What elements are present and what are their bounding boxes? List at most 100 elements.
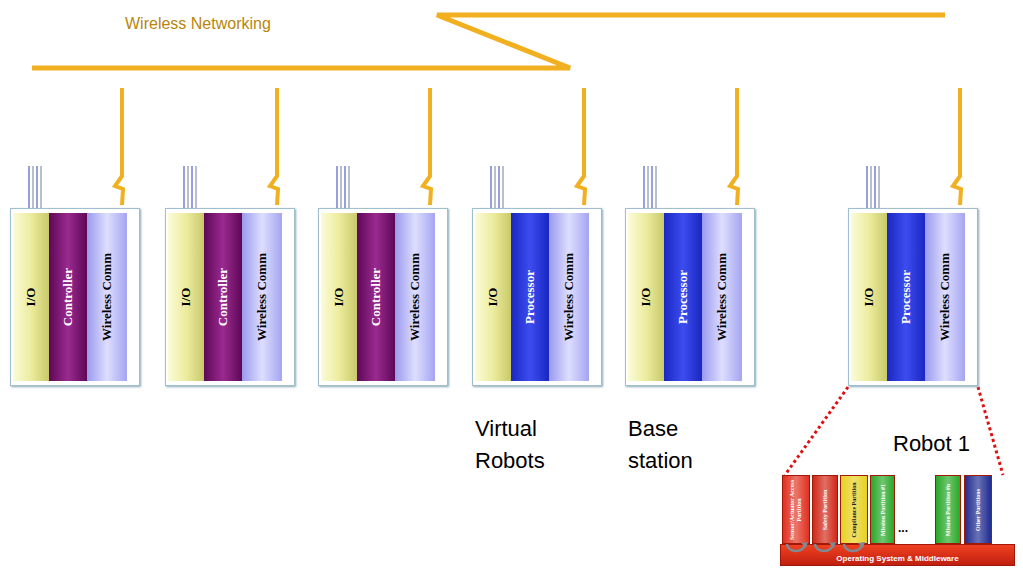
io-wire	[652, 166, 653, 209]
controller-bar: Controller	[49, 213, 87, 381]
partition-box: Mission Partition #n	[935, 475, 961, 544]
interface-arrow	[844, 544, 862, 551]
io-wire	[345, 166, 346, 209]
wireless-link	[115, 88, 123, 205]
processor-bar: Processor	[887, 213, 925, 381]
wireless-link	[270, 88, 278, 205]
io-wire	[184, 166, 185, 209]
io-bar: I/O	[628, 213, 664, 381]
io-wire	[495, 166, 496, 209]
bar-label: Compliance Partition	[851, 478, 858, 541]
comm-bar: Wireless Comm	[549, 213, 589, 381]
io-wire	[879, 166, 880, 209]
group-label: Robot 1	[893, 428, 970, 460]
module-box: I/O Processor Wireless Comm	[625, 208, 755, 386]
module-box: I/O Controller Wireless Comm	[165, 208, 295, 386]
partition-box: Sensor/Actuator Access Partition	[782, 475, 810, 544]
partition-box: Other Partitions	[964, 475, 992, 544]
io-wire	[875, 166, 876, 209]
io-wire	[188, 166, 189, 209]
partition-box: Safety Partition	[812, 475, 838, 544]
processor-bar: Processor	[664, 213, 702, 381]
io-wire	[648, 166, 649, 209]
bar-label: I/O	[862, 216, 876, 378]
io-wire	[349, 166, 350, 209]
bar-label: Wireless Comm	[562, 216, 576, 378]
io-wire	[644, 166, 645, 209]
bar-label: Wireless Comm	[715, 216, 729, 378]
comm-bar: Wireless Comm	[87, 213, 127, 381]
io-wire	[341, 166, 342, 209]
wireless-links	[115, 88, 961, 205]
wireless-link	[953, 88, 961, 205]
comm-bar: Wireless Comm	[925, 213, 965, 381]
io-wire	[41, 166, 42, 209]
interface-arrowhead	[829, 542, 836, 548]
io-wire	[499, 166, 500, 209]
io-wire	[192, 166, 193, 209]
wireless-link	[577, 88, 585, 205]
bar-label: Wireless Comm	[255, 216, 269, 378]
bar-label: Wireless Comm	[938, 216, 952, 378]
io-wire	[656, 166, 657, 209]
partition-box: Compliance Partition	[840, 475, 868, 544]
wireless-link	[730, 88, 738, 205]
zoom-line	[785, 387, 848, 475]
bar-label: Processor	[523, 216, 537, 378]
module-box: I/O Processor Wireless Comm	[848, 208, 978, 386]
io-bar: I/O	[851, 213, 887, 381]
bar-label: Other Partitions	[975, 478, 982, 541]
processor-bar: Processor	[511, 213, 549, 381]
bar-label: Mission Partition #n	[945, 478, 952, 541]
bar-label: I/O	[639, 216, 653, 378]
network-label: Wireless Networking	[125, 12, 271, 35]
comm-bar: Wireless Comm	[242, 213, 282, 381]
bar-label: Controller	[369, 216, 383, 378]
bar-label: Wireless Comm	[408, 216, 422, 378]
controller-bar: Controller	[357, 213, 395, 381]
controller-bar: Controller	[204, 213, 242, 381]
interface-arrow	[787, 544, 805, 551]
io-bar: I/O	[13, 213, 49, 381]
partition-box: Mission Partition #1	[870, 475, 895, 544]
module-box: I/O Controller Wireless Comm	[318, 208, 448, 386]
group-label: Base station	[628, 413, 728, 477]
bar-label: Processor	[676, 216, 690, 378]
io-wires	[29, 166, 879, 209]
io-wire	[337, 166, 338, 209]
bar-label: I/O	[179, 216, 193, 378]
bar-label: Wireless Comm	[100, 216, 114, 378]
io-bar: I/O	[168, 213, 204, 381]
bar-label: Mission Partition #1	[879, 478, 886, 541]
bar-label: I/O	[332, 216, 346, 378]
module-box: I/O Processor Wireless Comm	[472, 208, 602, 386]
ellipsis: ...	[898, 520, 908, 537]
io-wire	[867, 166, 868, 209]
interface-arrowhead	[801, 542, 808, 548]
wireless-link	[423, 88, 431, 205]
bar-label: I/O	[486, 216, 500, 378]
io-wire	[196, 166, 197, 209]
os-base: Operating System & Middleware	[780, 544, 1015, 566]
bar-label: Controller	[216, 216, 230, 378]
zoom-line	[978, 387, 1003, 475]
io-wire	[37, 166, 38, 209]
module-box: I/O Controller Wireless Comm	[10, 208, 140, 386]
io-wire	[871, 166, 872, 209]
base-label: Operating System & Middleware	[836, 554, 958, 565]
interface-arrowhead	[858, 542, 865, 548]
io-bar: I/O	[475, 213, 511, 381]
bar-label: Controller	[61, 216, 75, 378]
interface-arrow	[815, 544, 833, 551]
comm-bar: Wireless Comm	[395, 213, 435, 381]
comm-bar: Wireless Comm	[702, 213, 742, 381]
io-wire	[503, 166, 504, 209]
bar-label: Sensor/Actuator Access Partition	[789, 478, 802, 541]
bar-label: Safety Partition	[822, 478, 829, 541]
bar-label: I/O	[24, 216, 38, 378]
io-wire	[491, 166, 492, 209]
group-label: Virtual Robots	[475, 413, 587, 477]
io-wire	[33, 166, 34, 209]
bar-label: Processor	[899, 216, 913, 378]
io-wire	[29, 166, 30, 209]
